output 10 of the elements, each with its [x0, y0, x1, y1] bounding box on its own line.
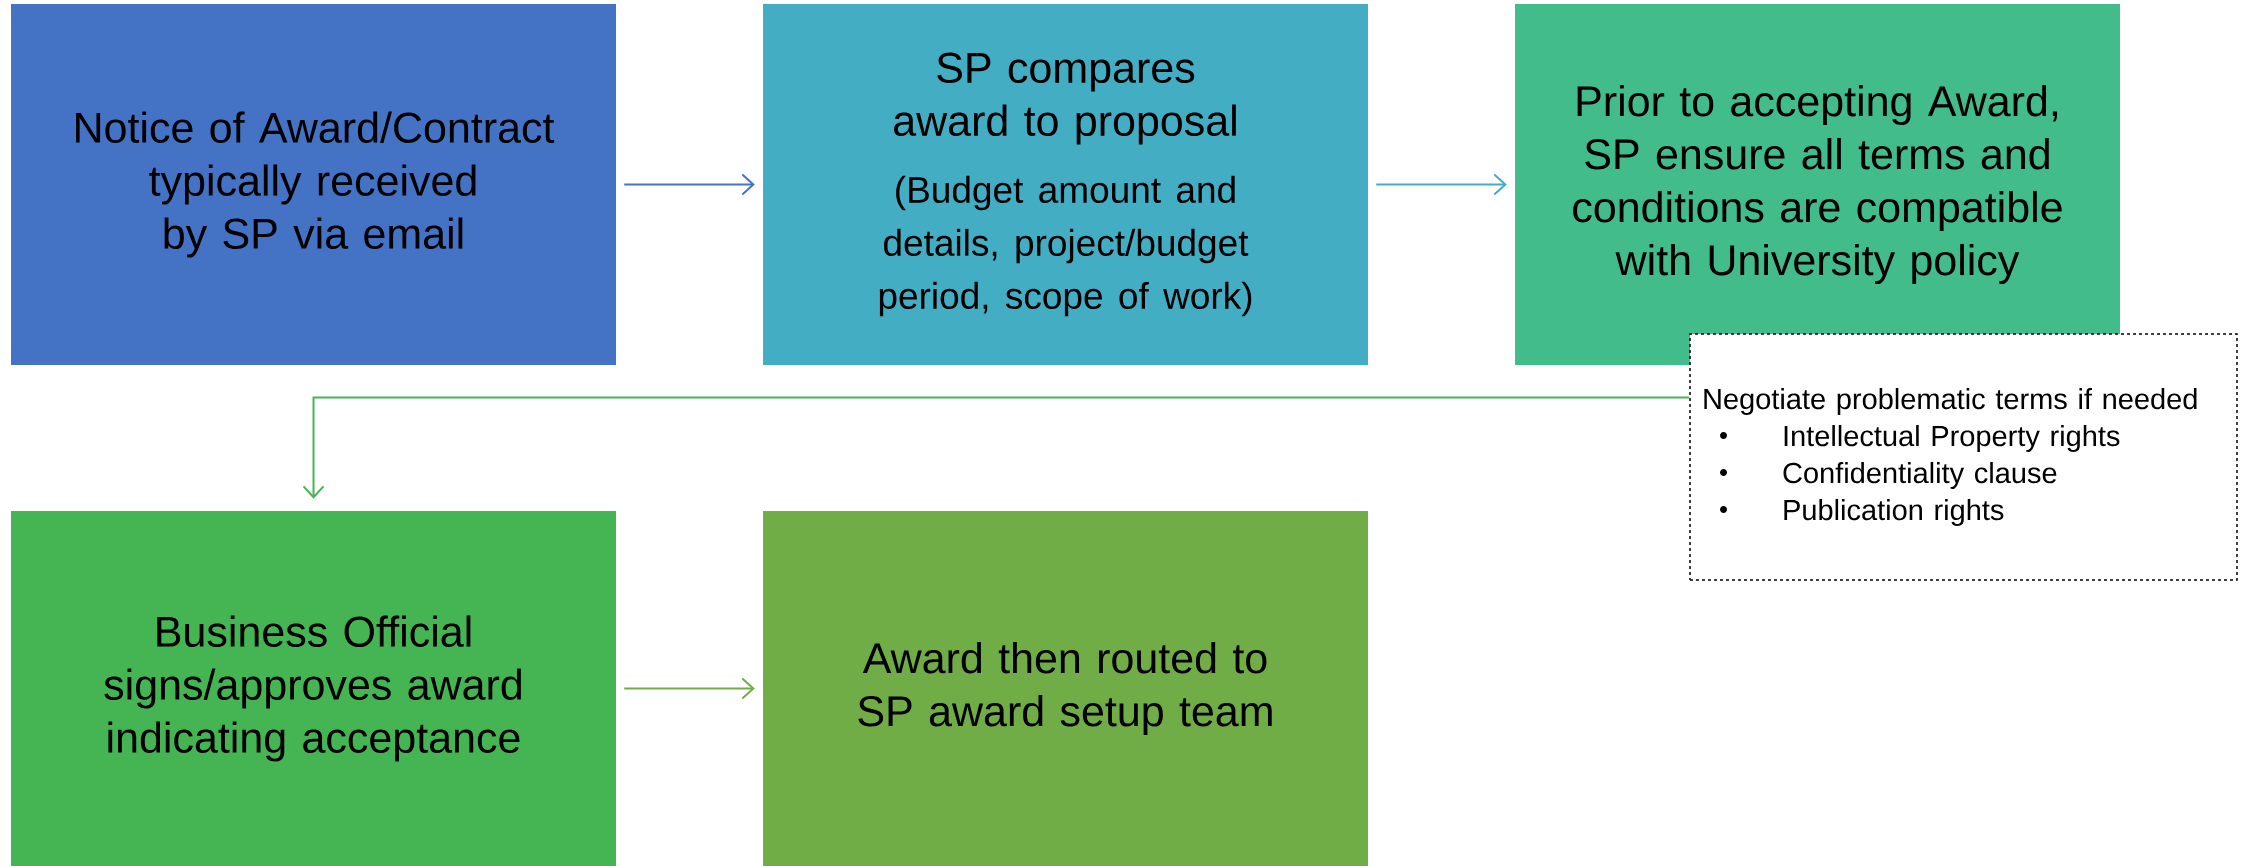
process-box: Business Official signs/approves award indicating acceptance: [11, 511, 616, 866]
arrow: [1375, 173, 1507, 196]
process-box: Award then routed to SP award setup team: [763, 511, 1368, 866]
process-box: Notice of Award/Contract typically received by SP via email: [11, 4, 616, 365]
arrow: [623, 173, 755, 196]
process-box: Prior to accepting Award, SP ensure all terms and conditions are compatible with University policy: [1515, 4, 2120, 365]
arrow: [623, 677, 755, 700]
process-box: SP compares award to proposal (Budget amount and details, project/budget period, scope of work): [763, 4, 1368, 365]
note-box: Negotiate problematic terms if needed Intellectual Property rights Confidentiality clause Publication rights: [1689, 333, 2238, 581]
arrow: [302, 396, 1691, 499]
